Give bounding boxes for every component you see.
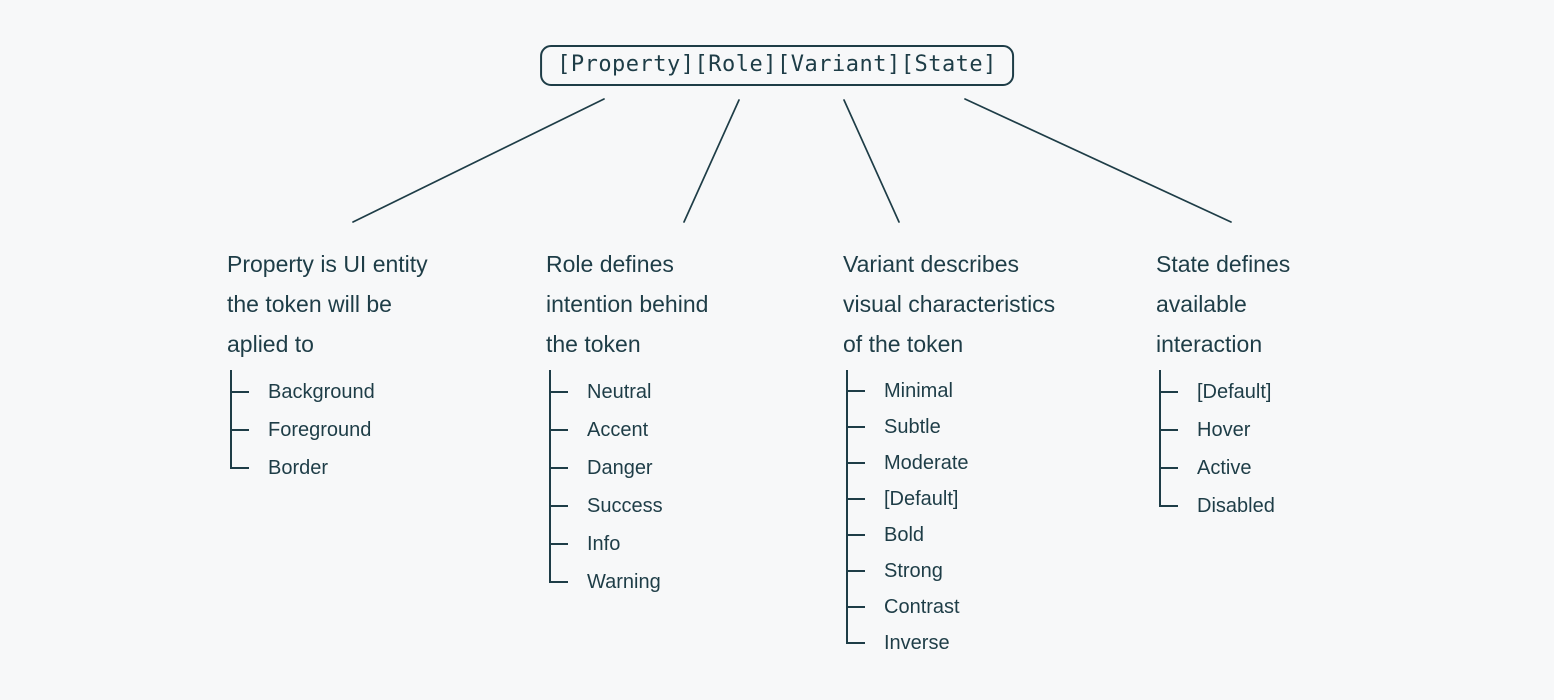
column-role: Role defines intention behind the token …: [546, 244, 708, 601]
connector-role: [683, 99, 740, 223]
connector-state: [964, 98, 1232, 223]
column-property: Property is UI entity the token will be …: [227, 244, 428, 487]
tree-item: Strong: [845, 553, 1055, 589]
connector-property: [352, 98, 605, 223]
column-variant: Variant describes visual characteristics…: [843, 244, 1055, 661]
connector-variant: [843, 99, 900, 223]
column-state: State defines available interaction [Def…: [1156, 244, 1290, 525]
tree-item: [Default]: [1158, 373, 1290, 411]
tree-item: Disabled: [1158, 487, 1290, 525]
tree-item: Contrast: [845, 589, 1055, 625]
tree-item: Hover: [1158, 411, 1290, 449]
tree-item: [Default]: [845, 481, 1055, 517]
tree-item: Active: [1158, 449, 1290, 487]
tree-item: Bold: [845, 517, 1055, 553]
tree-item: Minimal: [845, 373, 1055, 409]
tree-item: Info: [548, 525, 708, 563]
state-heading: State defines available interaction: [1156, 251, 1291, 357]
role-heading: Role defines intention behind the token: [546, 251, 709, 357]
tree-item: Background: [230, 373, 428, 411]
tree-item: Success: [548, 487, 708, 525]
tree-item: Danger: [548, 449, 708, 487]
tree-item: Inverse: [845, 625, 1055, 661]
property-heading: Property is UI entity the token will be …: [227, 251, 428, 357]
tree-item: Foreground: [230, 411, 428, 449]
tree-item: Neutral: [548, 373, 708, 411]
tree-item: Border: [230, 449, 428, 487]
tree-item: Warning: [548, 563, 708, 601]
token-formula-box: [Property][Role][Variant][State]: [540, 45, 1014, 86]
tree-item: Accent: [548, 411, 708, 449]
variant-heading: Variant describes visual characteristics…: [843, 251, 1056, 357]
tree-item: Subtle: [845, 409, 1055, 445]
tree-item: Moderate: [845, 445, 1055, 481]
